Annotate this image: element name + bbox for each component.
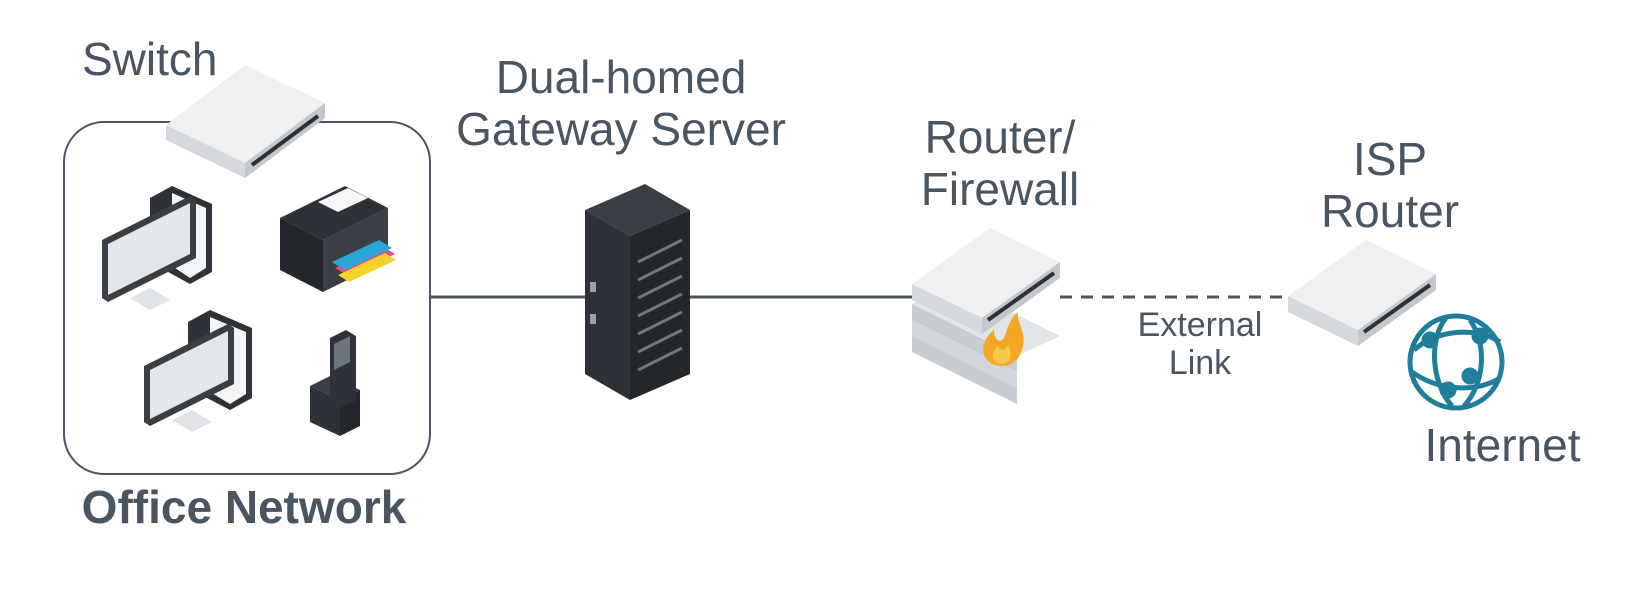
switch-icon [166,65,325,178]
switch-label: Switch [82,33,218,85]
external-link-label: External Link [1125,306,1275,382]
phone-icon [310,330,360,436]
external-link-label-line1: External [1137,306,1263,344]
isp-router-label-line1: ISP [1352,133,1428,185]
office-network-label: Office Network [81,481,407,533]
isp-router-label-line2: Router [1320,184,1460,237]
router-icon [912,228,1060,334]
flame-icon [983,312,1024,366]
internet-label: Internet [1424,419,1581,471]
router-firewall-label-line1: Router/ [924,111,1076,163]
globe-icon [1407,313,1505,411]
router-icon [1288,240,1436,346]
external-link-label-line2: Link [1168,344,1232,383]
router-firewall-label: Router/ Firewall [905,111,1095,215]
gateway-server-label-line2: Gateway Server [456,102,786,155]
server-rack-icon [585,184,690,400]
monitor-icon [144,310,252,432]
monitor-icon [102,186,212,310]
gateway-server-label-line1: Dual-homed [495,51,747,103]
gateway-server-label: Dual-homed Gateway Server [456,51,786,155]
printer-icon [280,186,396,292]
router-firewall-label-line2: Firewall [920,162,1080,215]
isp-router-label: ISP Router [1300,133,1480,237]
